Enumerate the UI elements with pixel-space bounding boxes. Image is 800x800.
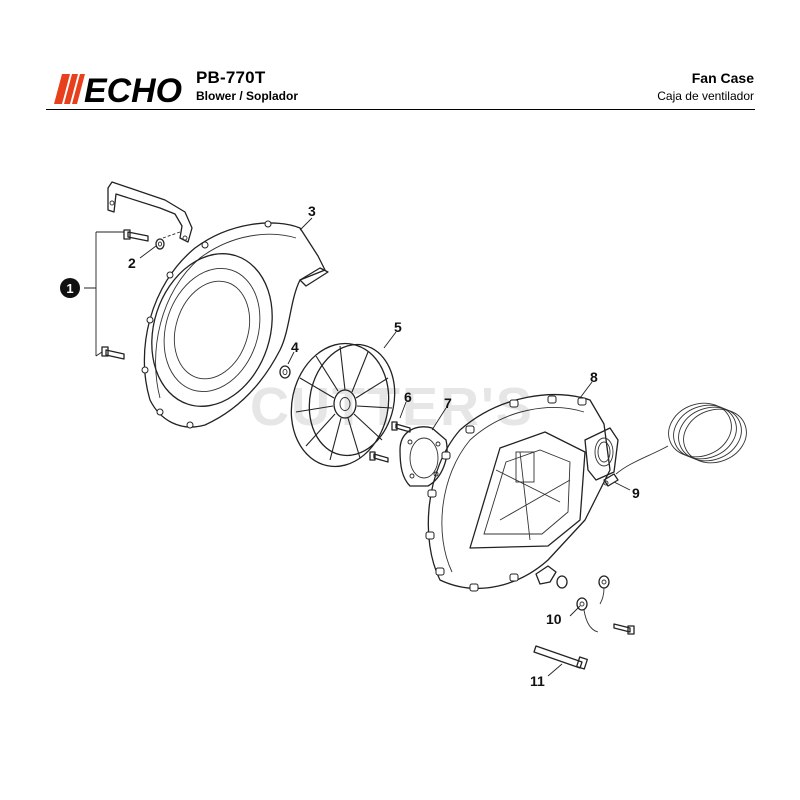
fan-wheel xyxy=(290,342,396,468)
callout-10: 10 xyxy=(546,611,562,627)
logo-slash-marks xyxy=(54,74,85,104)
section-subtitle: Caja de ventilador xyxy=(657,89,754,103)
terminal-wire xyxy=(535,565,635,635)
callout-7: 7 xyxy=(444,395,452,411)
echo-logo: ECHO xyxy=(54,72,182,106)
fan-cover xyxy=(107,181,329,429)
screw-assembly xyxy=(84,229,181,360)
leader-lines xyxy=(139,217,631,677)
callout-3: 3 xyxy=(308,203,316,219)
callout-labels: 1 2 3 4 5 6 7 8 9 10 11 xyxy=(60,203,640,689)
callout-5: 5 xyxy=(394,319,402,335)
spacer xyxy=(279,365,291,379)
callout-9: 9 xyxy=(632,485,640,501)
product-name: Blower / Soplador xyxy=(196,89,299,103)
page-header: ECHO PB-770T Blower / Soplador Fan Case … xyxy=(0,0,800,112)
callout-1: 1 xyxy=(66,281,73,296)
cable-tie xyxy=(533,645,588,670)
section-title: Fan Case xyxy=(691,70,754,86)
bolts xyxy=(369,421,411,463)
fan-case xyxy=(425,393,619,592)
header-divider xyxy=(46,109,755,110)
callout-11: 11 xyxy=(530,673,545,689)
callout-6: 6 xyxy=(404,389,412,405)
logo-wordmark: ECHO xyxy=(84,72,182,106)
model-number: PB-770T xyxy=(196,68,266,87)
callout-8: 8 xyxy=(590,369,598,385)
callout-2: 2 xyxy=(128,255,136,271)
ground-wire xyxy=(603,402,747,487)
watermark-text: CUTTER'S xyxy=(250,377,534,437)
callout-1-badge xyxy=(60,278,80,298)
callout-4: 4 xyxy=(291,339,299,355)
